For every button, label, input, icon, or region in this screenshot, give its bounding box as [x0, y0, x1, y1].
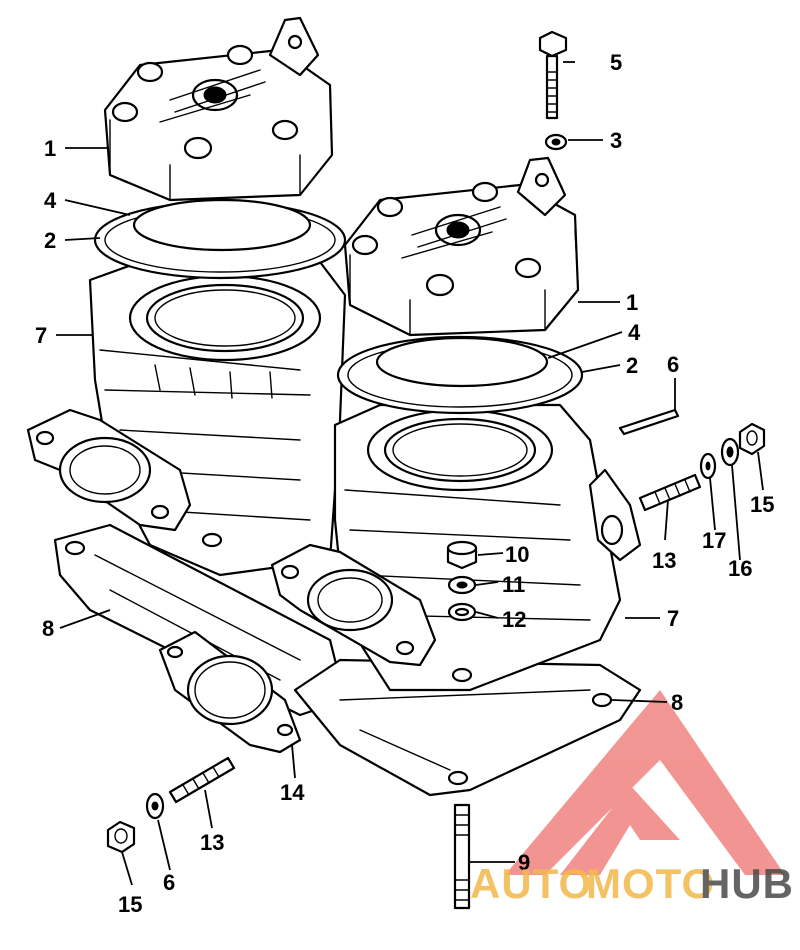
exhaust-gasket-14	[158, 630, 302, 754]
stud-9	[453, 803, 471, 910]
callout-8-right: 8	[671, 690, 683, 715]
callout-10: 10	[505, 542, 529, 567]
callout-17: 17	[702, 528, 726, 553]
callout-12: 12	[502, 607, 526, 632]
callout-2-right: 2	[626, 353, 638, 378]
washer-12	[447, 602, 477, 622]
washer-17	[699, 452, 717, 480]
watermark-moto: MOTO	[586, 860, 715, 907]
cylinder-body-left	[88, 260, 347, 577]
dowel-pin-6	[618, 408, 680, 436]
stud-13-right	[638, 473, 702, 512]
o-ring-4-left	[132, 198, 312, 252]
washer-3	[544, 133, 568, 151]
callout-5: 5	[610, 50, 622, 75]
exhaust-flange-right	[270, 543, 437, 667]
callout-4-right: 4	[628, 320, 641, 345]
side-mount-bracket	[588, 468, 642, 562]
watermark-wordmark: AUTO MOTO HUB	[470, 860, 794, 907]
head-bolt-5	[538, 30, 568, 120]
nut-10	[446, 540, 478, 570]
cylinder-head-left	[103, 16, 334, 202]
callout-labels: 1 4 2 7 8 5 3 1 4 2 6 13 17 16 15 10 11 …	[35, 50, 774, 917]
callout-14: 14	[280, 780, 305, 805]
callout-13-right: 13	[652, 548, 676, 573]
callout-4-left: 4	[44, 188, 57, 213]
washer-6-left	[145, 792, 165, 820]
callout-13-left: 13	[200, 830, 224, 855]
stud-13-left	[168, 756, 236, 804]
o-ring-4-right	[375, 336, 549, 388]
callout-1-right: 1	[626, 290, 638, 315]
callout-15-left: 15	[118, 892, 142, 917]
callout-7-right: 7	[667, 606, 679, 631]
washer-11	[447, 575, 477, 595]
callout-15-right: 15	[750, 492, 774, 517]
leader-lines	[56, 61, 764, 886]
watermark-auto: AUTO	[470, 860, 592, 907]
cylinder-head-right	[343, 156, 580, 337]
washer-16	[720, 437, 740, 467]
callout-16: 16	[728, 556, 752, 581]
callout-3: 3	[610, 128, 622, 153]
callout-2-left: 2	[44, 228, 56, 253]
watermark-logo-mark	[505, 690, 785, 875]
callout-1-left: 1	[44, 136, 56, 161]
callout-6-right: 6	[667, 352, 679, 377]
nut-15-left	[106, 820, 136, 854]
callout-8-left: 8	[42, 616, 54, 641]
watermark-hub: HUB	[700, 860, 794, 907]
callout-11: 11	[502, 572, 525, 597]
callout-6-left: 6	[163, 870, 175, 895]
callout-7-left: 7	[35, 323, 47, 348]
nut-15-right	[738, 422, 766, 456]
exhaust-flange-left	[26, 408, 192, 532]
callout-9: 9	[518, 850, 530, 875]
